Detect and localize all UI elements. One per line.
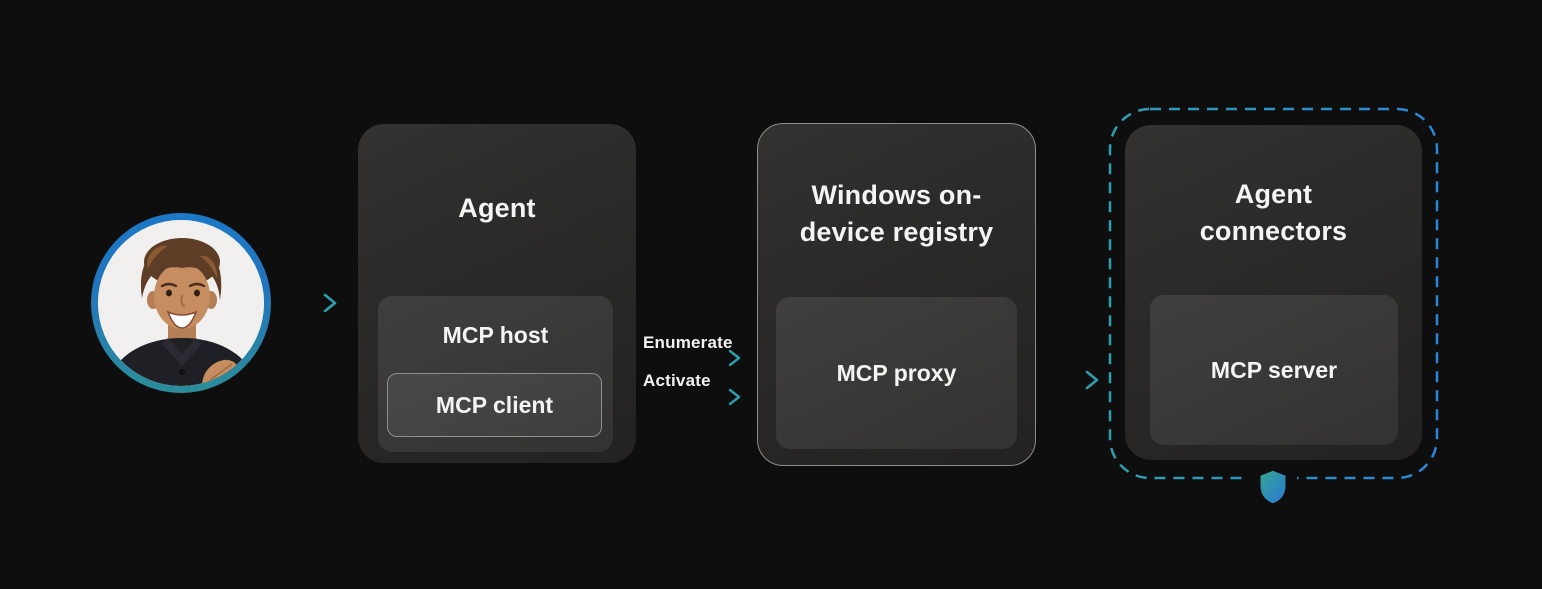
arrow-registry-to-connectors-icon bbox=[1041, 370, 1099, 390]
mcp-server-box: MCP server bbox=[1150, 295, 1398, 445]
mcp-proxy-box: MCP proxy bbox=[776, 297, 1017, 449]
arrow-user-to-agent-icon bbox=[283, 293, 337, 313]
registry-title: Windows on- device registry bbox=[758, 177, 1035, 251]
registry-title-line1: Windows on- bbox=[811, 180, 982, 210]
agent-box: Agent MCP host MCP client bbox=[358, 124, 636, 463]
agent-connectors-title-line1: Agent bbox=[1234, 179, 1313, 209]
mcp-server-label: MCP server bbox=[1210, 356, 1338, 383]
agent-connectors-box: Agent connectors MCP server bbox=[1125, 125, 1422, 460]
enumerate-label: Enumerate bbox=[643, 333, 733, 352]
user-photo bbox=[98, 220, 264, 386]
shield-badge bbox=[1249, 464, 1297, 510]
mcp-client-box: MCP client bbox=[387, 373, 602, 437]
agent-title: Agent bbox=[458, 193, 536, 223]
registry-title-line2: device registry bbox=[799, 217, 994, 247]
user-avatar bbox=[91, 213, 271, 393]
mcp-host-box: MCP host MCP client bbox=[378, 296, 613, 452]
arrow-enumerate-icon bbox=[641, 349, 741, 367]
mcp-proxy-label: MCP proxy bbox=[836, 359, 957, 386]
agent-connectors-title: Agent connectors bbox=[1125, 176, 1422, 250]
agent-connectors-title-line2: connectors bbox=[1199, 216, 1348, 246]
person-illustration-icon bbox=[98, 220, 264, 386]
arrow-activate-icon bbox=[641, 388, 741, 406]
shield-icon bbox=[1260, 470, 1286, 504]
activate-label: Activate bbox=[643, 371, 711, 390]
registry-box: Windows on- device registry MCP proxy bbox=[757, 123, 1036, 466]
mcp-client-label: MCP client bbox=[435, 391, 554, 418]
mcp-host-label: MCP host bbox=[442, 322, 549, 348]
